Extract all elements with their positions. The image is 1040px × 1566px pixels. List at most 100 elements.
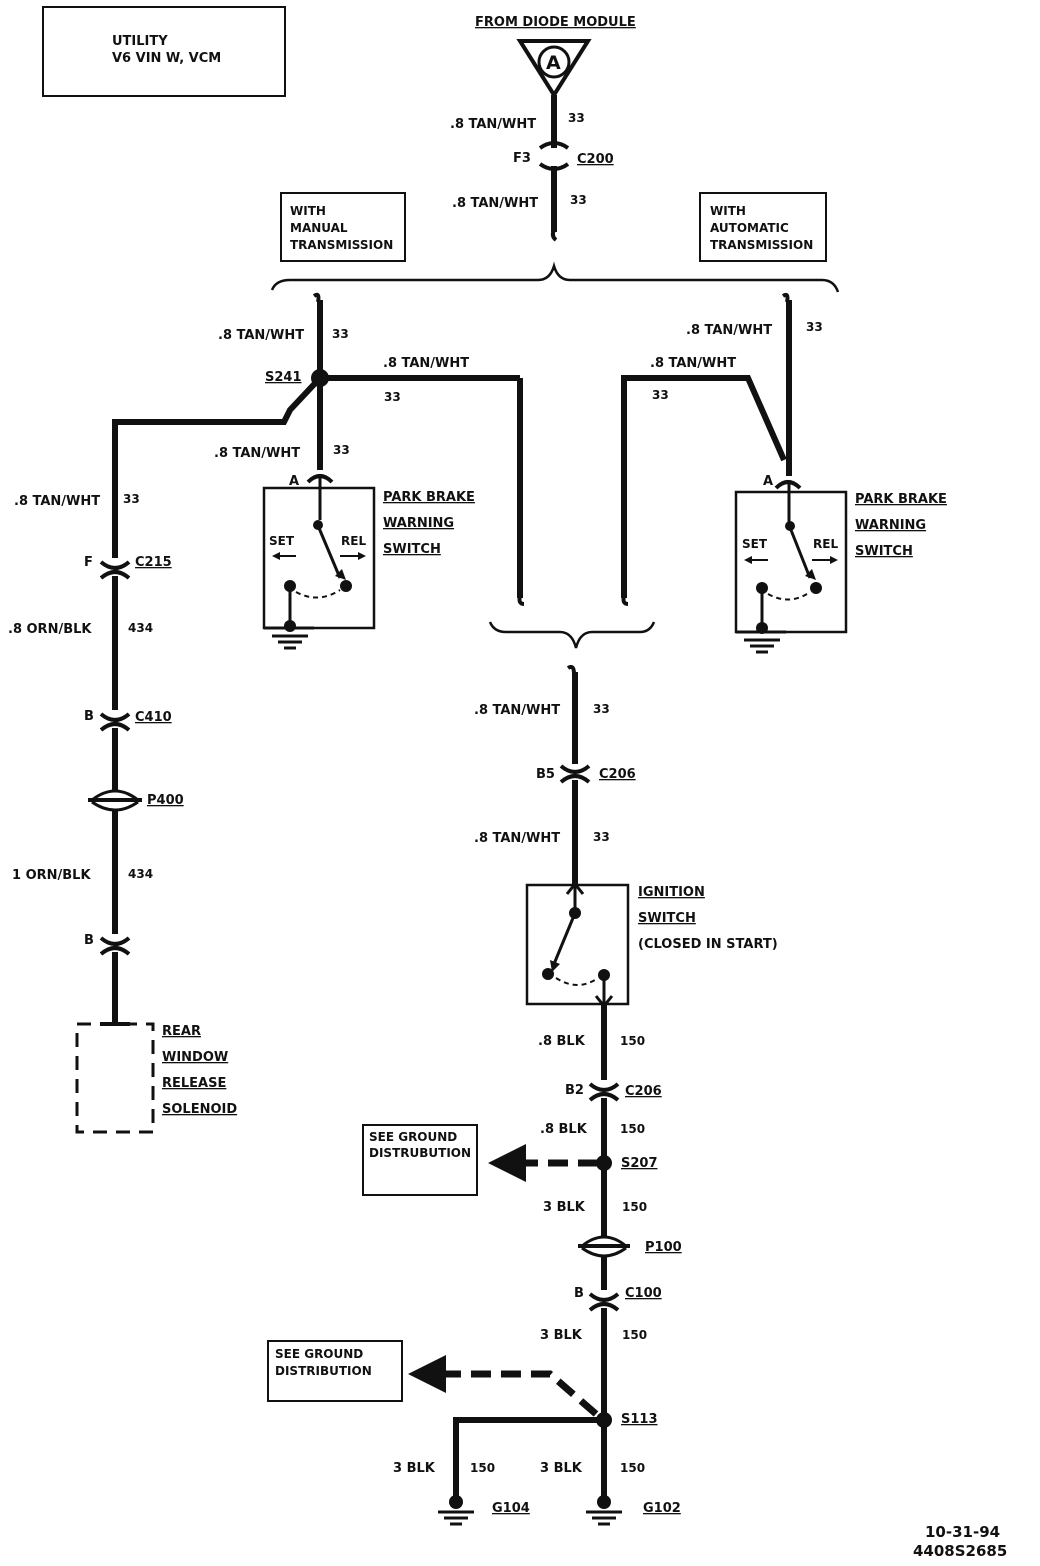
manual-line2: MANUAL xyxy=(290,221,348,235)
wire-top-33 xyxy=(538,95,570,242)
wire-ground-path xyxy=(453,1004,620,1500)
s241-label: S241 xyxy=(265,370,302,385)
wire-label-top: .8 TAN/WHT xyxy=(450,117,536,132)
ground-g104 xyxy=(436,1495,476,1526)
source-label: FROM DIODE MODULE xyxy=(475,15,636,30)
automatic-line3: TRANSMISSION xyxy=(710,238,813,252)
wire-label-blk-b: .8 BLK xyxy=(540,1122,588,1137)
automatic-transmission-box: WITH AUTOMATIC TRANSMISSION xyxy=(699,192,827,262)
ignition-switch xyxy=(525,881,630,1009)
ground-dist-2-line2: DISTRIBUTION xyxy=(275,1364,372,1378)
circuit-label-blk-e: 150 xyxy=(470,1461,495,1475)
c100-label: C100 xyxy=(625,1286,662,1301)
rel-label-auto: REL xyxy=(813,537,838,551)
vehicle-info-box: UTILITY V6 VIN W, VCM xyxy=(42,6,286,97)
wire-label-blk-d: 3 BLK xyxy=(540,1328,583,1343)
wire-label-top2: .8 TAN/WHT xyxy=(452,196,538,211)
circuit-label-blk-f: 150 xyxy=(620,1461,645,1475)
wire-label-manual-c: .8 TAN/WHT xyxy=(214,446,300,461)
automatic-line1: WITH xyxy=(710,204,746,218)
manual-line3: TRANSMISSION xyxy=(290,238,393,252)
solenoid-line4: SOLENOID xyxy=(162,1102,237,1117)
c215-label: C215 xyxy=(135,555,172,570)
ground-distribution-box-1: SEE GROUND DISTRUBUTION xyxy=(362,1124,478,1196)
c206-label-bottom: C206 xyxy=(625,1084,662,1099)
circuit-label-manual-b: 33 xyxy=(384,390,401,404)
park-brake-title-auto-2: WARNING xyxy=(855,518,926,533)
wire-automatic-branch xyxy=(621,292,792,606)
c410-label: C410 xyxy=(135,710,172,725)
g102-label: G102 xyxy=(643,1501,681,1516)
rel-label-manual: REL xyxy=(341,534,366,548)
circuit-label-blk-a: 150 xyxy=(620,1034,645,1048)
set-label-manual: SET xyxy=(269,534,295,548)
p100-label: P100 xyxy=(645,1240,682,1255)
park-brake-title-manual-3: SWITCH xyxy=(383,542,441,557)
ignition-line3: (CLOSED IN START) xyxy=(638,937,778,952)
park-brake-switch-manual: A SET REL xyxy=(262,474,376,650)
p100-connector xyxy=(577,1235,631,1258)
wire-label-manual-b: .8 TAN/WHT xyxy=(383,356,469,371)
automatic-line2: AUTOMATIC xyxy=(710,221,789,235)
wire-label-auto-b: .8 TAN/WHT xyxy=(650,356,736,371)
circuit-label-blk-c: 150 xyxy=(622,1200,647,1214)
c206-pin-bottom: B2 xyxy=(565,1083,584,1098)
wire-label-blk-f: 3 BLK xyxy=(540,1461,583,1476)
wire-label-center-b: .8 TAN/WHT xyxy=(474,831,560,846)
rear-window-release-solenoid xyxy=(75,1022,155,1134)
circuit-label-manual-c: 33 xyxy=(333,443,350,457)
footer-code: 4408S2685 xyxy=(913,1542,1007,1560)
solenoid-line3: RELEASE xyxy=(162,1076,226,1091)
ground-distribution-arrow-1 xyxy=(488,1144,598,1182)
wire-label-left-c: 1 ORN/BLK xyxy=(12,868,91,883)
wire-solenoid-branch xyxy=(99,560,131,1024)
ground-distribution-box-2: SEE GROUND DISTRIBUTION xyxy=(267,1340,403,1402)
ignition-line1: IGNITION xyxy=(638,885,705,900)
c200-label: C200 xyxy=(577,152,614,167)
option-brace-top xyxy=(270,261,840,293)
manual-line1: WITH xyxy=(290,204,326,218)
wire-label-center-a: .8 TAN/WHT xyxy=(474,703,560,718)
circuit-label-top2: 33 xyxy=(570,193,587,207)
ground-dist-1-line1: SEE GROUND xyxy=(369,1130,457,1144)
c215-pin: F xyxy=(84,555,93,570)
wire-label-blk-a: .8 BLK xyxy=(538,1034,586,1049)
p400-label: P400 xyxy=(147,793,184,808)
solenoid-line2: WINDOW xyxy=(162,1050,228,1065)
wire-label-auto-a: .8 TAN/WHT xyxy=(686,323,772,338)
circuit-label-top: 33 xyxy=(568,111,585,125)
source-letter: A xyxy=(546,52,561,74)
park-brake-title-auto-1: PARK BRAKE xyxy=(855,492,947,507)
ground-distribution-arrow-2 xyxy=(408,1355,599,1417)
c410-pin: B xyxy=(84,709,94,724)
wire-label-blk-e: 3 BLK xyxy=(393,1461,436,1476)
circuit-label-manual-a: 33 xyxy=(332,327,349,341)
wire-label-left-a: .8 TAN/WHT xyxy=(14,494,100,509)
circuit-label-left-a: 33 xyxy=(123,492,140,506)
solenoid-pin: B xyxy=(84,933,94,948)
park-brake-title-auto-3: SWITCH xyxy=(855,544,913,559)
circuit-label-blk-b: 150 xyxy=(620,1122,645,1136)
wire-label-left-b: .8 ORN/BLK xyxy=(8,622,92,637)
wire-manual-branch xyxy=(112,292,525,606)
footer-date: 10-31-94 xyxy=(925,1523,1000,1541)
c100-pin: B xyxy=(574,1286,584,1301)
circuit-label-auto-b: 33 xyxy=(652,388,669,402)
p400-connector xyxy=(87,789,143,812)
circuit-label-blk-d: 150 xyxy=(622,1328,647,1342)
s207-label: S207 xyxy=(621,1156,658,1171)
ground-dist-1-line2: DISTRUBUTION xyxy=(369,1146,471,1160)
park-brake-switch-automatic: A SET REL xyxy=(734,474,848,654)
solenoid-line1: REAR xyxy=(162,1024,201,1039)
s207-splice-dot xyxy=(596,1155,612,1171)
c206-pin-top: B5 xyxy=(536,767,555,782)
ground-g102 xyxy=(584,1495,624,1526)
circuit-label-center-a: 33 xyxy=(593,702,610,716)
circuit-label-center-b: 33 xyxy=(593,830,610,844)
vehicle-info-line2: V6 VIN W, VCM xyxy=(112,51,221,66)
set-label-auto: SET xyxy=(742,537,768,551)
wire-label-manual-a: .8 TAN/WHT xyxy=(218,328,304,343)
circuit-label-auto-a: 33 xyxy=(806,320,823,334)
vehicle-info-line1: UTILITY xyxy=(112,34,168,49)
